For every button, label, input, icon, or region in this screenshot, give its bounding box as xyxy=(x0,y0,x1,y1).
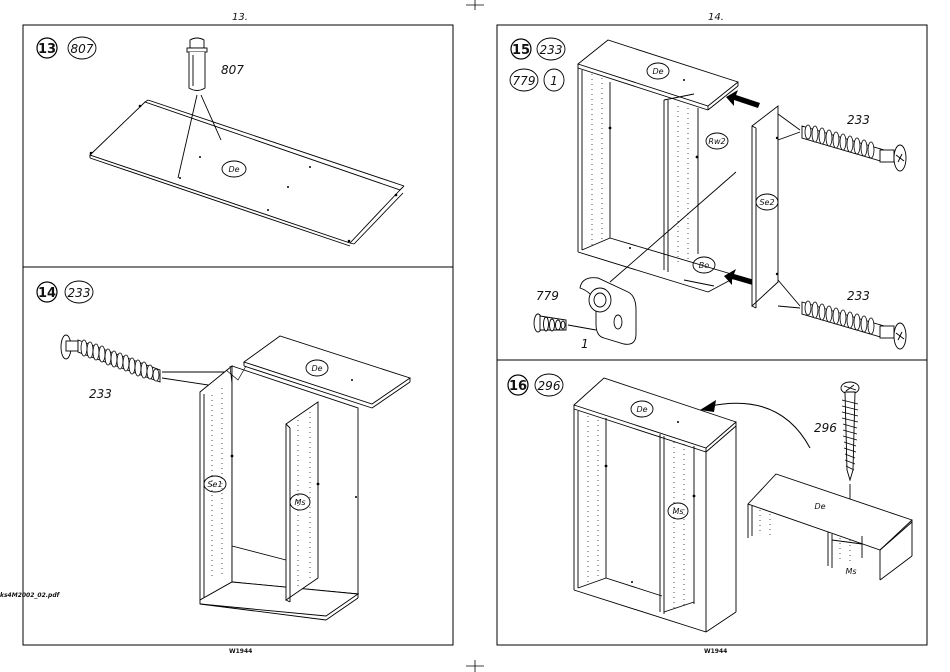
screw-233 xyxy=(802,125,906,171)
callout-233-top: 233 xyxy=(847,113,870,127)
label-de: De xyxy=(652,67,663,76)
step-13: 13 807 807 De xyxy=(37,37,404,246)
connector-1 xyxy=(580,278,636,345)
part-code: 1 xyxy=(550,74,558,88)
label-ms-detail: Ms xyxy=(845,567,856,576)
part-code-badge: 779 xyxy=(510,69,538,91)
callout-296: 296 xyxy=(814,421,837,435)
step-number-badge: 16 xyxy=(508,375,528,395)
label-se2: Se2 xyxy=(759,198,774,207)
label-se1: Se1 xyxy=(207,480,222,489)
callout-807: 807 xyxy=(221,63,244,77)
cabinet-frame xyxy=(200,366,358,620)
top-panel-de xyxy=(90,100,404,246)
label-ms: Ms xyxy=(294,498,305,507)
step-number-badge: 13 xyxy=(37,38,57,58)
step-number: 16 xyxy=(509,379,527,394)
step-number-badge: 14 xyxy=(37,282,57,302)
part-code: 233 xyxy=(68,286,91,300)
part-code-badge: 1 xyxy=(544,69,564,91)
step-number-badge: 15 xyxy=(511,39,531,59)
screw-233 xyxy=(802,301,906,349)
dowel-807 xyxy=(187,38,207,91)
callout-233: 233 xyxy=(89,387,112,401)
label-rw2: Rw2 xyxy=(708,137,725,146)
step-16: 16 296 xyxy=(508,374,912,632)
callout-1: 1 xyxy=(581,337,589,351)
screw-233 xyxy=(61,335,160,382)
label-bo: Bo xyxy=(699,261,709,270)
arrow-top xyxy=(726,90,760,108)
part-code-badge: 296 xyxy=(535,374,563,396)
callout-779: 779 xyxy=(536,289,559,303)
detail-top-panel xyxy=(748,474,912,580)
label-de: De xyxy=(311,364,322,373)
screw-779 xyxy=(534,314,566,332)
crop-marks xyxy=(466,0,484,672)
part-code: 779 xyxy=(513,74,536,88)
part-code-badge: 233 xyxy=(537,38,565,60)
side-panel-se2 xyxy=(752,106,778,308)
cabinet-frame xyxy=(578,40,738,292)
label-de-detail: De xyxy=(814,502,825,511)
part-code-badge: 807 xyxy=(68,37,96,59)
step-15: 15 233 779 1 xyxy=(510,38,906,351)
label-de: De xyxy=(228,165,239,174)
part-code: 807 xyxy=(71,42,94,56)
callout-233-bottom: 233 xyxy=(847,289,870,303)
step-number: 15 xyxy=(512,43,530,58)
step-14: 14 233 233 xyxy=(37,281,410,620)
step-number: 14 xyxy=(38,286,56,301)
part-code-badge: 233 xyxy=(65,281,93,303)
label-de: De xyxy=(636,405,647,414)
part-code: 296 xyxy=(538,379,561,393)
step-number: 13 xyxy=(38,42,56,57)
screw-296 xyxy=(841,382,859,480)
label-ms: Ms xyxy=(672,507,683,516)
part-code: 233 xyxy=(540,43,563,57)
